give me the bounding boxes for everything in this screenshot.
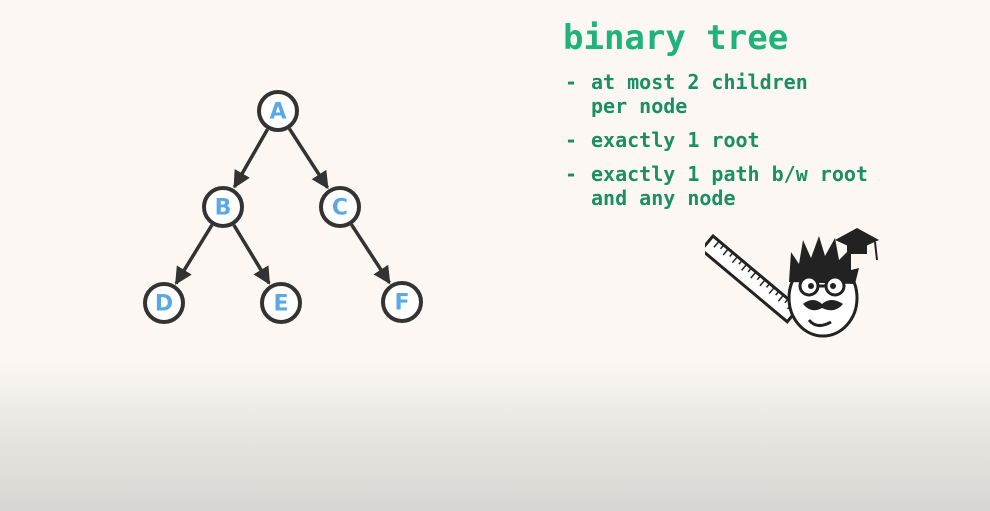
edge-a-b — [232, 128, 270, 189]
node-label: D — [155, 292, 173, 317]
bullet-list: - at most 2 children per node - exactly … — [565, 70, 868, 220]
professor-mascot-icon — [705, 228, 879, 338]
bullet-item: - exactly 1 path b/w root and any node — [565, 162, 868, 210]
bullet-text: exactly 1 root — [591, 128, 760, 152]
bullet-text: exactly 1 path b/w root and any node — [591, 162, 868, 210]
ruler-icon — [705, 233, 801, 324]
tree-node-a: A — [257, 90, 299, 132]
node-label: F — [394, 291, 409, 316]
edge-c-f — [350, 223, 391, 285]
node-circle — [257, 90, 299, 132]
bullet-item: - exactly 1 root — [565, 128, 868, 152]
slide-title: binary tree — [563, 18, 789, 58]
tree-node-b: B — [202, 186, 244, 228]
node-circle — [143, 282, 185, 324]
edge-b-d — [174, 223, 214, 285]
node-label: C — [332, 196, 348, 221]
edge-a-c — [287, 127, 329, 190]
bullet-text: at most 2 children per node — [591, 70, 808, 118]
bullet-marker: - — [565, 162, 578, 186]
bullet-marker: - — [565, 128, 578, 152]
node-label: B — [215, 196, 232, 221]
node-circle — [260, 282, 302, 324]
tree-node-f: F — [381, 281, 423, 323]
bullet-marker: - — [565, 70, 578, 94]
node-label: A — [269, 100, 286, 125]
node-circle — [202, 186, 244, 228]
bullet-item: - at most 2 children per node — [565, 70, 868, 118]
edge-b-e — [232, 224, 271, 285]
graduation-cap-icon — [835, 228, 879, 261]
node-label: E — [273, 292, 288, 317]
node-circle — [381, 281, 423, 323]
tree-node-c: C — [319, 186, 361, 228]
tree-node-e: E — [260, 282, 302, 324]
node-circle — [319, 186, 361, 228]
tree-node-d: D — [143, 282, 185, 324]
